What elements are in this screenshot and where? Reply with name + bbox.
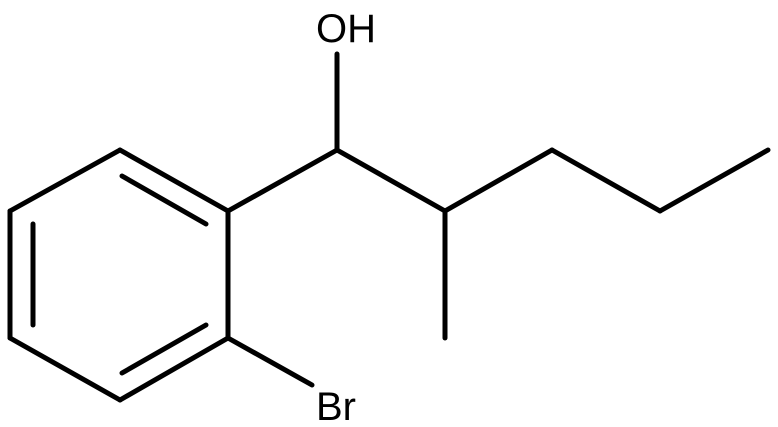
ring-bond-2	[117, 147, 231, 214]
hydroxyl-label: OH	[316, 7, 376, 51]
bond-carbinol-to-ch	[334, 147, 448, 214]
bromine-label: Br	[316, 385, 356, 427]
bond-ring-to-bromine	[225, 335, 315, 388]
side-chain	[225, 51, 771, 341]
bond-ch2b-to-ch3	[657, 147, 771, 214]
ring-bond-4	[117, 335, 231, 403]
bond-ring-to-carbinol	[225, 147, 340, 214]
ring-bond-1	[7, 147, 123, 214]
ring-double-bond-inner-2	[119, 322, 209, 376]
bond-ch-to-ch2a	[442, 147, 555, 214]
benzene-ring	[7, 147, 231, 403]
ring-double-bond-inner-1	[119, 173, 209, 227]
bond-ch2a-to-ch2b	[549, 147, 663, 214]
ring-bond-5	[7, 335, 123, 403]
